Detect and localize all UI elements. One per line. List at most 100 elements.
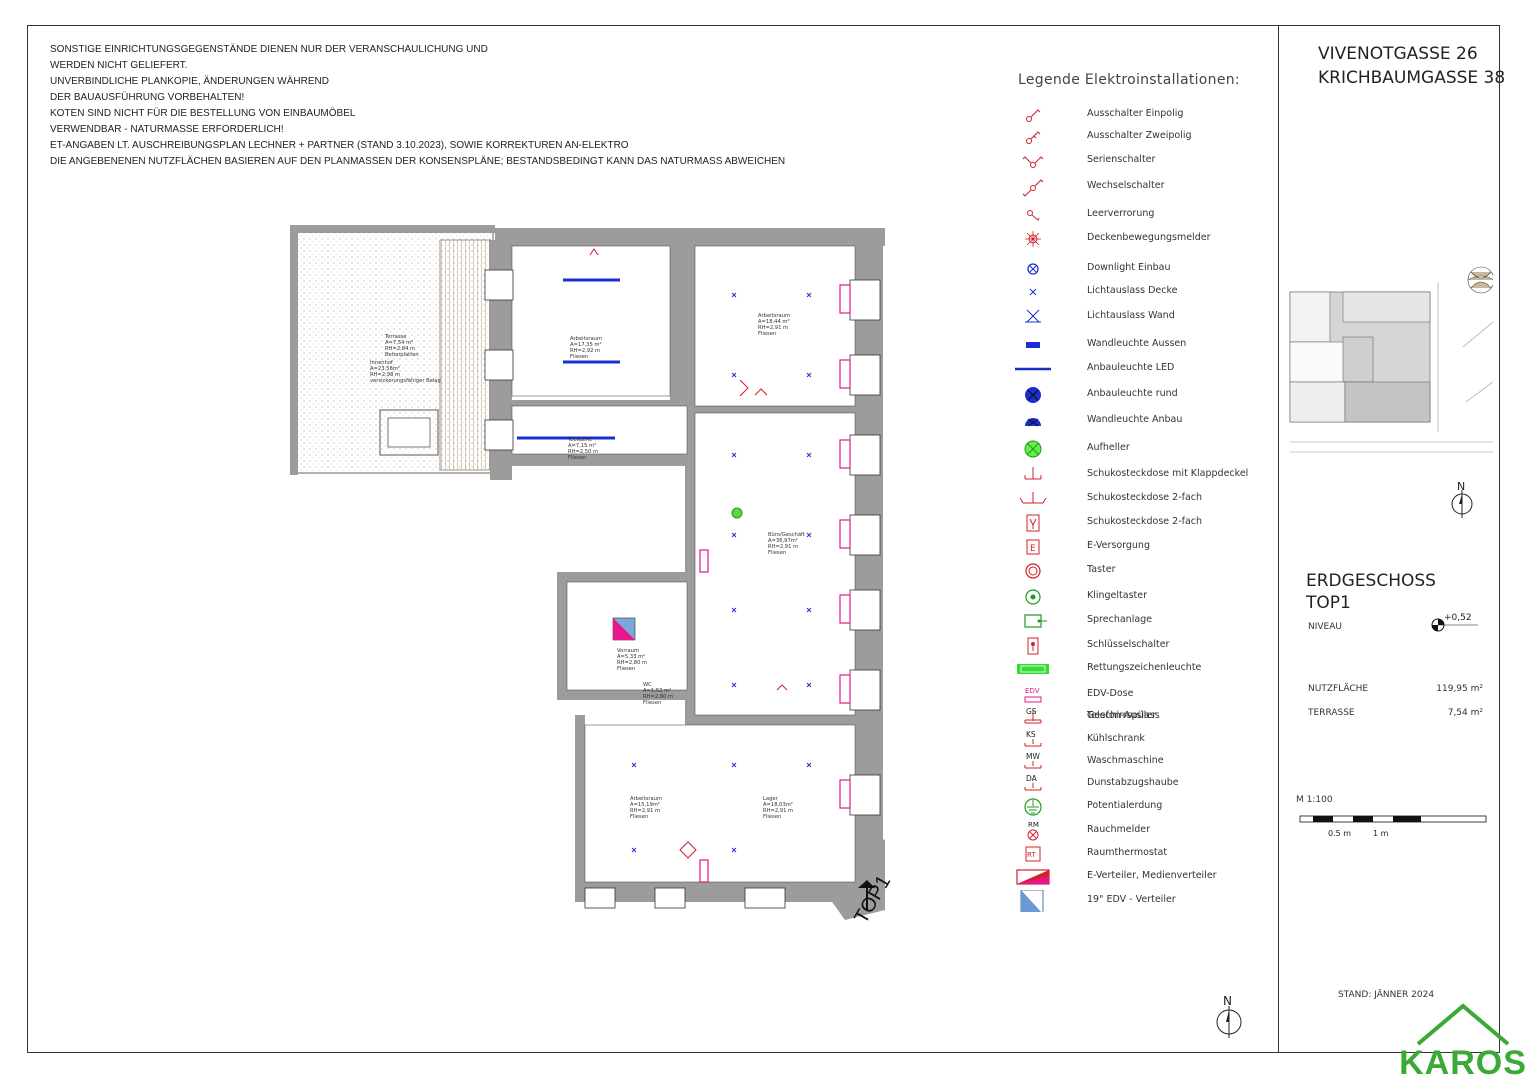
legend-symbol xyxy=(1013,658,1053,680)
room-area: A=1,52 m² xyxy=(643,688,671,694)
legend-label: Schukosteckdose 2-fach xyxy=(1087,516,1203,527)
legend-item: Aufheller xyxy=(1005,438,1270,460)
legend-label: Wechselschalter xyxy=(1087,180,1165,191)
legend-symbol: DA xyxy=(1013,773,1053,795)
washer-icon: MW xyxy=(1024,752,1042,769)
legend-symbol xyxy=(1013,176,1053,198)
note-line: ET-ANGABEN LT. AUSCHREIBUNGSPLAN LECHNER… xyxy=(50,140,629,151)
floor-plan[interactable]: TOP1 Terrasse A=7,54 m² RH=2,84 m Betonp… xyxy=(285,220,945,940)
legend-symbol xyxy=(1013,384,1053,406)
wall-light-icon xyxy=(1025,309,1041,323)
room-area: A=17,35 m² xyxy=(570,342,602,348)
legend-label: E-Verteiler, Medienverteiler xyxy=(1087,870,1217,881)
legend-label: Schukosteckdose 2-fach xyxy=(1087,492,1203,503)
room-floor: versickerungsfähiger Belag xyxy=(370,378,441,384)
niveau-value: +0,52 xyxy=(1444,613,1472,623)
note-line: VERWENDBAR - NATURMASSE ERFORDERLICH! xyxy=(50,124,284,135)
legend-label: 19" EDV - Verteiler xyxy=(1087,894,1176,905)
legend-label: Aufheller xyxy=(1087,442,1130,453)
empty-conduit-icon xyxy=(1027,210,1040,221)
legend-symbol xyxy=(1013,610,1053,632)
legend-item: Ausschalter Einpolig xyxy=(1005,104,1270,126)
legend-label: Ausschalter Einpolig xyxy=(1087,108,1184,119)
room-floor: Fliesen xyxy=(758,331,776,337)
series-switch-icon xyxy=(1022,156,1044,168)
outdoor-wall-light-icon xyxy=(1026,342,1040,348)
smoke-detector-icon: RM xyxy=(1027,821,1039,841)
room-area: A=18,03m² xyxy=(763,802,793,808)
scale-mark-half: 0.5 m xyxy=(1328,829,1351,838)
legend-symbol xyxy=(1013,464,1053,486)
legend-label: Leerverrorung xyxy=(1087,208,1155,219)
legend-symbol xyxy=(1013,488,1053,510)
address-line-1: VIVENOTGASSE 26 xyxy=(1318,44,1478,64)
socket-double-box-icon xyxy=(1026,514,1040,532)
legend-symbol xyxy=(1013,410,1053,432)
room-height: RH=2,50 m xyxy=(568,449,598,455)
legend-label: Wandleuchte Anbau xyxy=(1087,414,1183,425)
legend-item: Schukosteckdose mit Klappdeckel xyxy=(1005,464,1270,486)
legend-item: Potentialerdung xyxy=(1005,796,1270,818)
light-outlets xyxy=(631,292,812,853)
north-arrow-icon: N xyxy=(1216,994,1242,1038)
legend-symbol: RT xyxy=(1013,843,1053,865)
room-floor: Betonplatten xyxy=(385,352,419,358)
wall-mounted-light-icon xyxy=(1025,418,1041,427)
legend-symbol xyxy=(1013,586,1053,608)
room-height: RH=2,92 m xyxy=(570,348,600,354)
room-height: RH=2,91 m xyxy=(768,544,798,550)
room-area: A=5,33 m² xyxy=(617,654,645,660)
karos-logo: KAROS xyxy=(1400,1003,1527,1080)
legend-symbol xyxy=(1013,150,1053,172)
svg-text:KS: KS xyxy=(1026,730,1036,739)
area-summary: NUTZFLÄCHE 119,95 m² TERRASSE 7,54 m² xyxy=(1308,684,1483,732)
level-marker-icon: +0,52 xyxy=(1431,613,1478,632)
brightener-icon xyxy=(1024,440,1042,458)
room-height: RH=2,84 m xyxy=(385,346,415,352)
legend-label: Waschmaschine xyxy=(1087,755,1164,766)
drawing-frame xyxy=(27,25,1500,1053)
windows xyxy=(484,269,881,909)
legend-symbol: MW xyxy=(1013,751,1053,773)
room-floor: Fliesen xyxy=(630,814,648,820)
legend-label: Rettungszeichenleuchte xyxy=(1087,662,1202,673)
switch-double-icon xyxy=(1026,131,1041,144)
svg-text:E: E xyxy=(1030,544,1036,554)
legend-symbol xyxy=(1013,438,1053,460)
socket-cover-icon xyxy=(1024,467,1042,480)
stair-shaft xyxy=(612,617,636,641)
distributor-icon xyxy=(1016,869,1050,885)
legend-label: Rauchmelder xyxy=(1087,824,1150,835)
room-labels: Terrasse A=7,54 m² RH=2,84 m Betonplatte… xyxy=(370,313,805,820)
data-socket-icon: EDV xyxy=(1024,687,1042,703)
legend-label: Lichtauslass Wand xyxy=(1087,310,1175,321)
site-plan xyxy=(1289,266,1493,453)
note-line: SONSTIGE EINRICHTUNGSGEGENSTÄNDE DIENEN … xyxy=(50,44,488,55)
room-floor: Fliesen xyxy=(643,700,661,706)
legend-item: Deckenbewegungsmelder xyxy=(1005,228,1270,250)
legend-item: Schukosteckdose 2-fach xyxy=(1005,512,1270,534)
room-name: Terrasse xyxy=(384,334,406,340)
legend-label: Lichtauslass Decke xyxy=(1087,285,1178,296)
terrace-area-value: 7,54 m² xyxy=(1447,708,1483,718)
legend-symbol xyxy=(1013,306,1053,328)
revision-date: STAND: JÄNNER 2024 xyxy=(1338,990,1435,1000)
room-floor: Fliesen xyxy=(570,354,588,360)
legend-title: Legende Elektroinstallationen: xyxy=(1018,72,1240,88)
legend-symbol xyxy=(1013,204,1053,226)
legend-symbol xyxy=(1013,796,1053,818)
room-floor: Fliesen xyxy=(568,455,586,461)
scale-label: M 1:100 xyxy=(1296,795,1333,805)
legend-label: Downlight Einbau xyxy=(1087,262,1171,273)
aufheller-marker xyxy=(731,507,743,519)
hood-icon: DA xyxy=(1024,774,1042,791)
logo-text: KAROS xyxy=(1400,1044,1527,1080)
motion-detector-icon xyxy=(1025,231,1041,247)
room-name: Vorraum xyxy=(617,648,639,654)
wall-lights xyxy=(517,278,620,440)
room-height: RH=2,91 m xyxy=(763,808,793,814)
